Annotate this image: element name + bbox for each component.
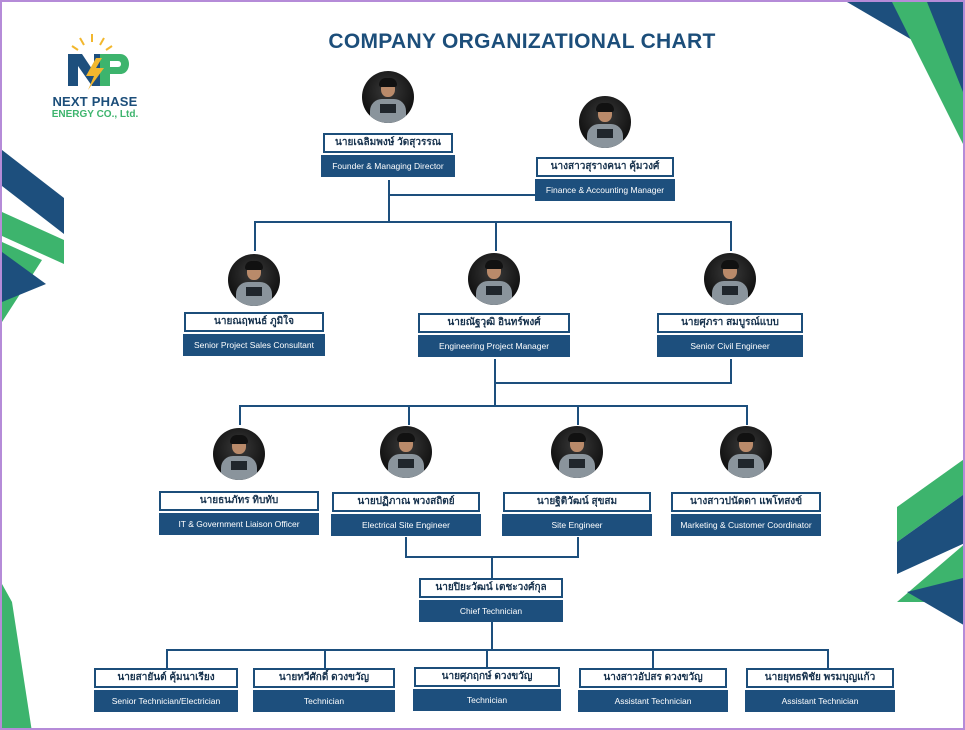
member-photo xyxy=(468,253,520,305)
member-photo xyxy=(362,71,414,123)
member-role: Assistant Technician xyxy=(578,690,728,712)
member-photo xyxy=(213,428,265,480)
member-role: Finance & Accounting Manager xyxy=(535,179,675,201)
member-name: นายทวีศักดิ์ ดวงขวัญ xyxy=(253,668,395,688)
member-photo xyxy=(228,254,280,306)
member-role: Senior Technician/Electrician xyxy=(94,690,238,712)
member-name: นายณฤพนธ์ ภูมิใจ xyxy=(184,312,324,332)
member-name: นายยุทธพิชัย พรมบุญแก้ว xyxy=(746,668,894,688)
member-role: Engineering Project Manager xyxy=(418,335,570,357)
member-photo xyxy=(720,426,772,478)
member-name: นายศุภรา สมบูรณ์แบบ xyxy=(657,313,803,333)
member-role: Founder & Managing Director xyxy=(321,155,455,177)
member-name: นายสายันต์ คุ้มนาเรียง xyxy=(94,668,238,688)
np-lightning-logo xyxy=(68,34,129,90)
member-role: Senior Civil Engineer xyxy=(657,335,803,357)
company-suffix: ENERGY CO., Ltd. xyxy=(51,109,139,120)
member-role: Assistant Technician xyxy=(745,690,895,712)
member-role: Site Engineer xyxy=(502,514,652,536)
member-role: IT & Government Liaison Officer xyxy=(159,513,319,535)
page-title: COMPANY ORGANIZATIONAL CHART xyxy=(328,30,716,53)
member-name: นายปิยะวัฒน์ เตชะวงศ์กุล xyxy=(419,578,563,598)
member-name: นายธนภัทร ทิบทับ xyxy=(159,491,319,511)
member-name: นายศุภฤกษ์ ดวงขวัญ xyxy=(414,667,560,687)
member-name: นายณัฐวุฒิ อินทร์พงศ์ xyxy=(418,313,570,333)
member-role: Marketing & Customer Coordinator xyxy=(671,514,821,536)
company-name: NEXT PHASE xyxy=(52,94,138,109)
member-role: Technician xyxy=(253,690,395,712)
member-role: Senior Project Sales Consultant xyxy=(183,334,325,356)
member-photo xyxy=(579,96,631,148)
member-name: นายเฉลิมพงษ์ วัดสุวรรณ xyxy=(323,133,453,153)
member-role: Technician xyxy=(413,689,561,711)
member-role: Chief Technician xyxy=(419,600,563,622)
member-photo xyxy=(380,426,432,478)
member-photo xyxy=(704,253,756,305)
member-role: Electrical Site Engineer xyxy=(331,514,481,536)
member-name: นายปฏิภาณ พวงสถิตย์ xyxy=(332,492,480,512)
member-name: นางสาวสุรางคนา คุ้มวงศ์ xyxy=(536,157,674,177)
member-photo xyxy=(551,426,603,478)
member-name: นางสาวปนัดดา แพโทสงข์ xyxy=(671,492,821,512)
member-name: นายฐิติวัฒน์ สุขสม xyxy=(503,492,651,512)
member-name: นางสาวอัปสร ดวงขวัญ xyxy=(579,668,727,688)
